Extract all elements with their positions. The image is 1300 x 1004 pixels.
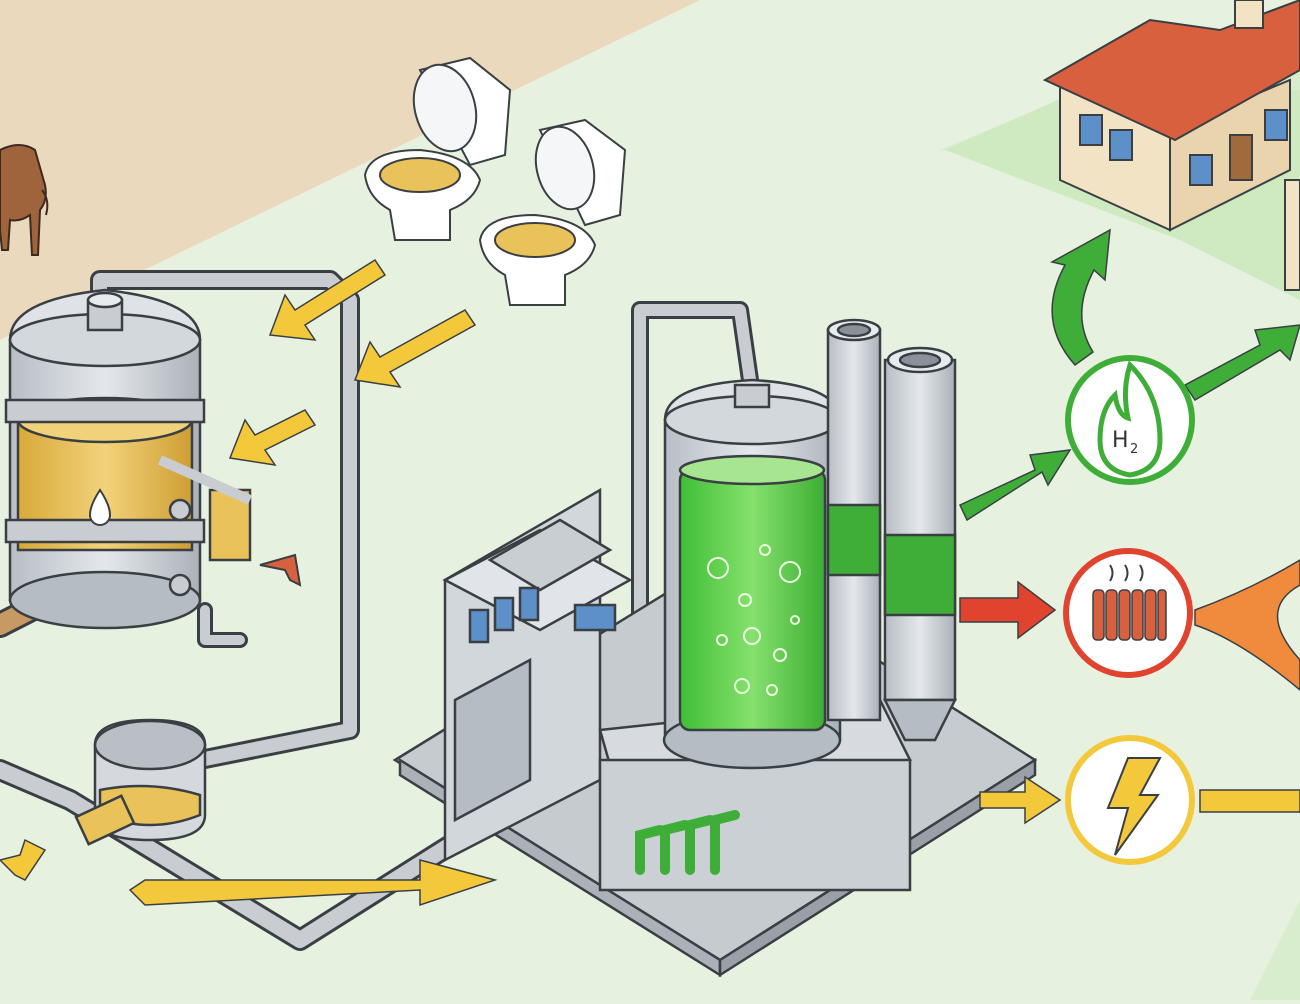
hydrogen-arrows <box>959 228 1300 522</box>
toilet-icon <box>478 118 627 306</box>
cow-icon <box>0 144 49 256</box>
flame-icon <box>1097 360 1163 478</box>
radiator-icon <box>1092 564 1167 641</box>
heat-arrows <box>959 559 1300 691</box>
feedstock-arrows <box>0 258 498 907</box>
hydrogen-subscript: 2 <box>1130 442 1138 457</box>
electricity-output <box>1065 735 1195 865</box>
heat-output <box>1063 548 1193 678</box>
farmland-area <box>0 0 700 340</box>
valve-icon <box>259 553 302 587</box>
reactor-bubbles <box>707 544 801 696</box>
oil-drop-icon <box>88 488 112 526</box>
electricity-arrows <box>979 775 1300 825</box>
hydrogen-label: H <box>1112 428 1129 453</box>
feedstock-tank <box>4 288 253 630</box>
lightning-bolt-icon <box>1106 757 1162 856</box>
house-icon <box>1042 0 1300 291</box>
hydrogen-output: H 2 <box>1065 355 1195 485</box>
bioreactor <box>662 378 842 770</box>
sump-pit <box>74 718 207 846</box>
scrubber-columns <box>826 318 958 742</box>
toilet-icon <box>363 56 512 241</box>
